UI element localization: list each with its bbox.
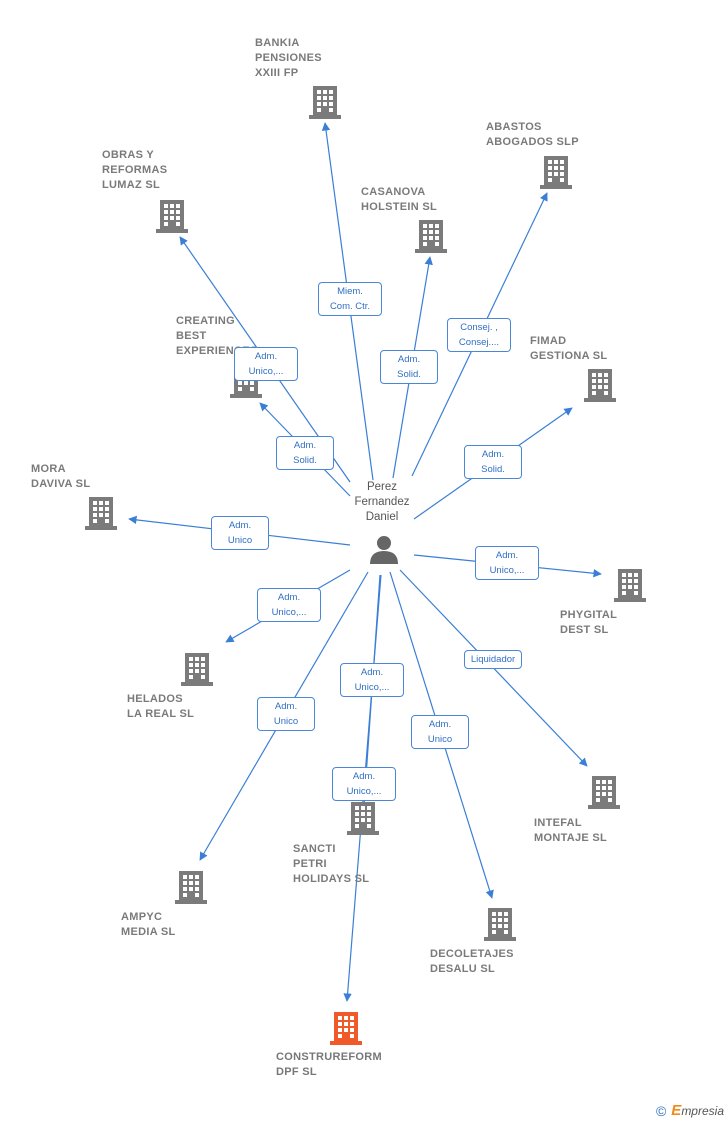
building-icon[interactable] (175, 871, 207, 904)
person-name[interactable]: Perez Fernandez Daniel (354, 481, 410, 523)
brand-logo[interactable]: Empresia (671, 1102, 724, 1119)
relation-label-mora[interactable]: Adm. Unico (211, 516, 269, 550)
relation-label-construreform[interactable]: Adm. Unico,... (332, 767, 396, 801)
company-label-construreform[interactable]: CONSTRUREFORM DPF SL (276, 1051, 382, 1078)
building-icon[interactable] (156, 200, 188, 233)
company-label-helados[interactable]: HELADOS LA REAL SL (127, 693, 195, 720)
building-icon[interactable] (415, 220, 447, 253)
relation-label-helados[interactable]: Adm. Unico,... (257, 588, 321, 622)
building-icon[interactable] (347, 802, 379, 835)
company-label-intefal[interactable]: INTEFAL MONTAJE SL (534, 817, 608, 844)
building-icon[interactable] (330, 1012, 362, 1045)
relation-label-abastos[interactable]: Consej. , Consej.... (447, 318, 511, 352)
relation-label-bankia[interactable]: Miem. Com. Ctr. (318, 282, 382, 316)
building-icon[interactable] (309, 86, 341, 119)
relation-label-casanova[interactable]: Adm. Solid. (380, 350, 438, 384)
company-label-sancti[interactable]: SANCTI PETRI HOLIDAYS SL (293, 843, 370, 885)
company-label-mora[interactable]: MORA DAVIVA SL (31, 463, 91, 490)
company-label-ampyc[interactable]: AMPYC MEDIA SL (121, 911, 176, 938)
company-label-casanova[interactable]: CASANOVA HOLSTEIN SL (361, 186, 438, 213)
brand-footer: © Empresia (656, 1102, 724, 1119)
relation-label-intefal[interactable]: Liquidador (464, 649, 522, 669)
building-icon[interactable] (588, 776, 620, 809)
copyright-icon: © (655, 1102, 667, 1119)
relation-label-decoletajes[interactable]: Adm. Unico (411, 715, 469, 749)
person-icon[interactable] (370, 536, 398, 564)
relation-label-fimad[interactable]: Adm. Solid. (464, 445, 522, 479)
relation-label-creating[interactable]: Adm. Solid. (276, 436, 334, 470)
company-label-fimad[interactable]: FIMAD GESTIONA SL (530, 335, 608, 362)
relation-label-ampyc[interactable]: Adm. Unico (257, 697, 315, 731)
building-icon[interactable] (614, 569, 646, 602)
building-icon[interactable] (584, 369, 616, 402)
company-label-abastos[interactable]: ABASTOS ABOGADOS SLP (486, 121, 579, 148)
relation-label-sancti[interactable]: Adm. Unico,... (340, 663, 404, 697)
company-label-decoletajes[interactable]: DECOLETAJES DESALU SL (430, 948, 514, 975)
relation-label-phygital[interactable]: Adm. Unico,... (475, 546, 539, 580)
relation-label-obras[interactable]: Adm. Unico,... (234, 347, 298, 381)
company-label-bankia[interactable]: BANKIA PENSIONES XXIII FP (255, 37, 322, 79)
building-icon[interactable] (484, 908, 516, 941)
company-label-phygital[interactable]: PHYGITAL DEST SL (560, 609, 618, 636)
building-icon[interactable] (85, 497, 117, 530)
building-icon[interactable] (540, 156, 572, 189)
building-icon[interactable] (181, 653, 213, 686)
company-label-obras[interactable]: OBRAS Y REFORMAS LUMAZ SL (102, 149, 168, 191)
